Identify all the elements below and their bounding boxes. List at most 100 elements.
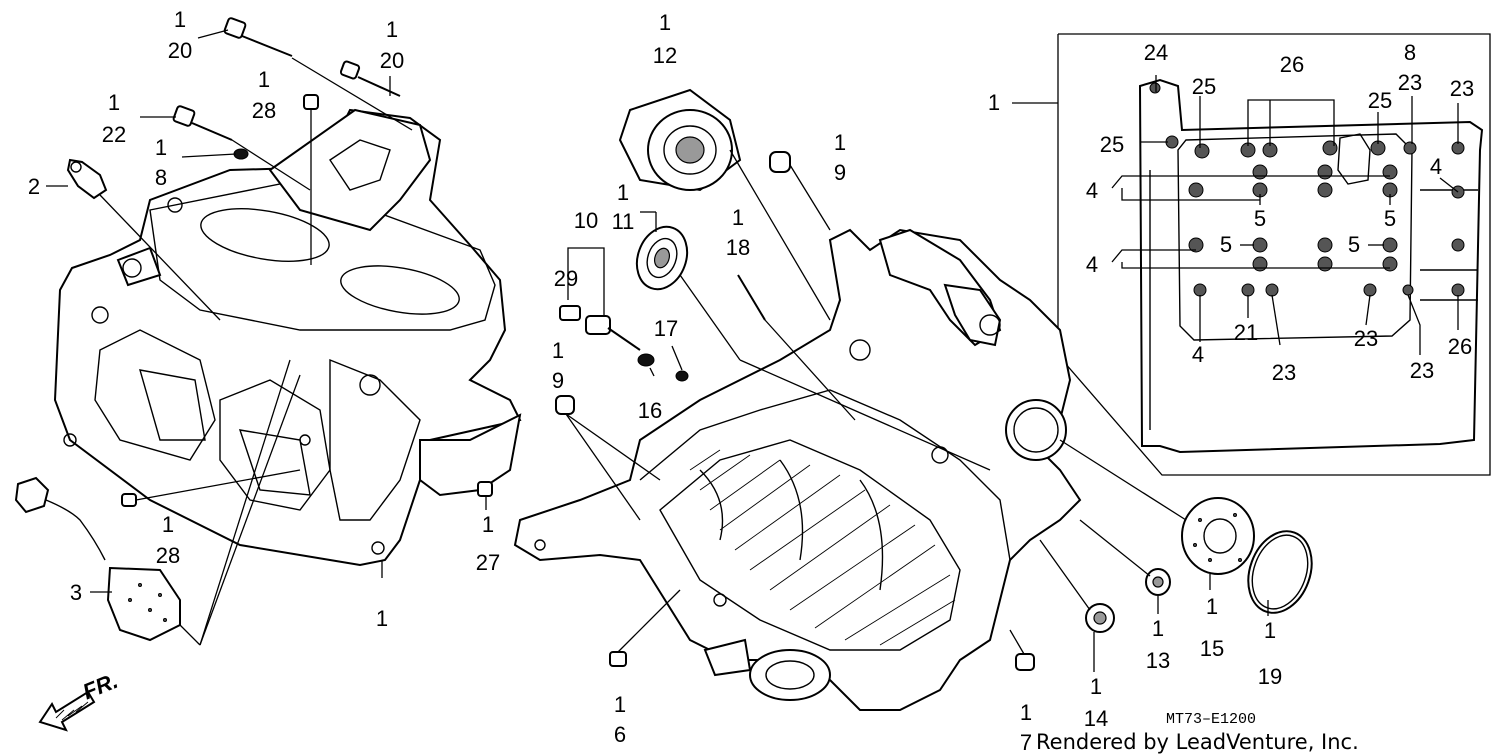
callout-ref: 4 xyxy=(1086,252,1098,277)
callout-ref: 4 xyxy=(1086,178,1098,203)
oring-17 xyxy=(675,370,689,382)
callout-ref: 11 xyxy=(612,209,635,234)
callout-qty: 1 xyxy=(659,10,671,35)
callout-ref: 15 xyxy=(1200,636,1224,661)
callout-qty: 1 xyxy=(732,205,744,230)
callout-ref: 26 xyxy=(1448,334,1472,359)
callout-qty: 1 xyxy=(376,606,388,631)
front-direction-label: FR. xyxy=(79,668,121,704)
callout-ref: 9 xyxy=(834,160,846,185)
callout-qty: 1 xyxy=(386,17,398,42)
oring-16 xyxy=(637,353,655,367)
circlip-19 xyxy=(1247,530,1313,614)
callout-ref: 7 xyxy=(1020,730,1032,755)
callout-ref: 3 xyxy=(70,580,82,605)
callout-qty: 1 xyxy=(834,130,846,155)
callout-qty: 1 xyxy=(1264,618,1276,643)
callout-qty: 1 xyxy=(155,135,167,160)
callout-ref: 19 xyxy=(1258,664,1282,689)
callout-ref: 5 xyxy=(1384,206,1396,231)
callout-ref: 23 xyxy=(1272,360,1296,385)
dowel-9-lower xyxy=(555,395,575,415)
callout-ref: 25 xyxy=(1368,88,1392,113)
bolt-22 xyxy=(172,105,233,141)
callout-ref: 23 xyxy=(1354,326,1378,351)
callout-ref: 18 xyxy=(726,235,750,260)
callout-ref: 25 xyxy=(1100,132,1124,157)
callout-ref: 20 xyxy=(380,48,404,73)
callout-ref: 26 xyxy=(1280,52,1304,77)
callout-ref: 23 xyxy=(1398,70,1422,95)
bolt-20-b xyxy=(339,60,401,97)
stud-18 xyxy=(737,274,766,321)
washer-8 xyxy=(233,148,249,160)
front-direction-arrow-icon xyxy=(38,690,96,732)
plug-28-lower xyxy=(121,493,137,507)
callout-ref: 16 xyxy=(638,398,662,423)
callout-qty: 1 xyxy=(617,180,629,205)
bearing-11 xyxy=(635,225,689,291)
callout-ref: 24 xyxy=(1144,40,1168,65)
callout-ref: 20 xyxy=(168,38,192,63)
bearing-14 xyxy=(1085,603,1115,633)
sensor-3 xyxy=(14,476,181,642)
dowel-9-top xyxy=(769,151,791,173)
callout-ref: 12 xyxy=(653,43,677,68)
plug-7 xyxy=(1015,653,1035,671)
callout-ref: 4 xyxy=(1430,154,1442,179)
callout-qty: 1 xyxy=(988,90,1000,115)
callout-ref: 5 xyxy=(1254,206,1266,231)
callout-qty: 1 xyxy=(1020,700,1032,725)
leader-lines xyxy=(46,29,1269,672)
orifice-29 xyxy=(559,305,581,321)
plug-28-top xyxy=(303,94,319,265)
plug-27 xyxy=(477,481,493,497)
callout-qty: 1 xyxy=(174,7,186,32)
callout-ref: 22 xyxy=(102,122,126,147)
callout-ref: 5 xyxy=(1348,232,1360,257)
callout-ref: 8 xyxy=(1404,40,1416,65)
callout-qty: 1 xyxy=(1206,594,1218,619)
inset-leaders xyxy=(1111,75,1459,355)
callout-qty: 1 xyxy=(1090,674,1102,699)
sensor-2 xyxy=(66,158,108,200)
inset-box xyxy=(1012,33,1491,476)
credit-text: Rendered by LeadVenture, Inc. xyxy=(1036,730,1359,754)
callout-qty: 1 xyxy=(614,692,626,717)
callout-ref: 5 xyxy=(1220,232,1232,257)
callout-ref: 28 xyxy=(156,543,180,568)
callout-ref: 29 xyxy=(554,266,578,291)
upper-crankcase xyxy=(53,108,522,567)
jet-10 xyxy=(585,315,641,351)
crank-journal-hatching xyxy=(689,449,956,646)
callout-ref: 4 xyxy=(1192,342,1204,367)
callout-qty: 1 xyxy=(258,67,270,92)
bolt-20-a xyxy=(223,17,293,57)
callout-ref: 6 xyxy=(614,722,626,747)
oil-seal-15 xyxy=(1181,497,1255,575)
lower-crankcase xyxy=(513,228,1082,711)
callout-ref: 17 xyxy=(654,316,678,341)
bearing-13 xyxy=(1145,568,1171,596)
callout-qty: 1 xyxy=(552,338,564,363)
callout-ref: 14 xyxy=(1084,706,1108,731)
callout-ref: 9 xyxy=(552,368,564,393)
callout-ref: 28 xyxy=(252,98,276,123)
callout-ref: 25 xyxy=(1192,74,1216,99)
callout-qty: 1 xyxy=(1152,616,1164,641)
drawing-code: MT73–E1200 xyxy=(1166,711,1256,728)
callout-ref: 2 xyxy=(28,174,40,199)
callout-qty: 1 xyxy=(482,512,494,537)
inset-bolt-holes xyxy=(1149,82,1465,297)
callout-labels: 1 20 1 20 1 28 1 22 1 8 2 3 1 28 1 27 1 … xyxy=(28,7,1474,755)
callout-ref: 10 xyxy=(574,208,598,233)
bolt-6 xyxy=(609,651,627,667)
callout-qty: 1 xyxy=(162,512,174,537)
callout-ref: 23 xyxy=(1410,358,1434,383)
bearing-12 xyxy=(618,88,742,192)
callout-qty: 1 xyxy=(108,90,120,115)
callout-ref: 21 xyxy=(1234,320,1258,345)
callout-ref: 23 xyxy=(1450,76,1474,101)
callout-ref: 27 xyxy=(476,550,500,575)
